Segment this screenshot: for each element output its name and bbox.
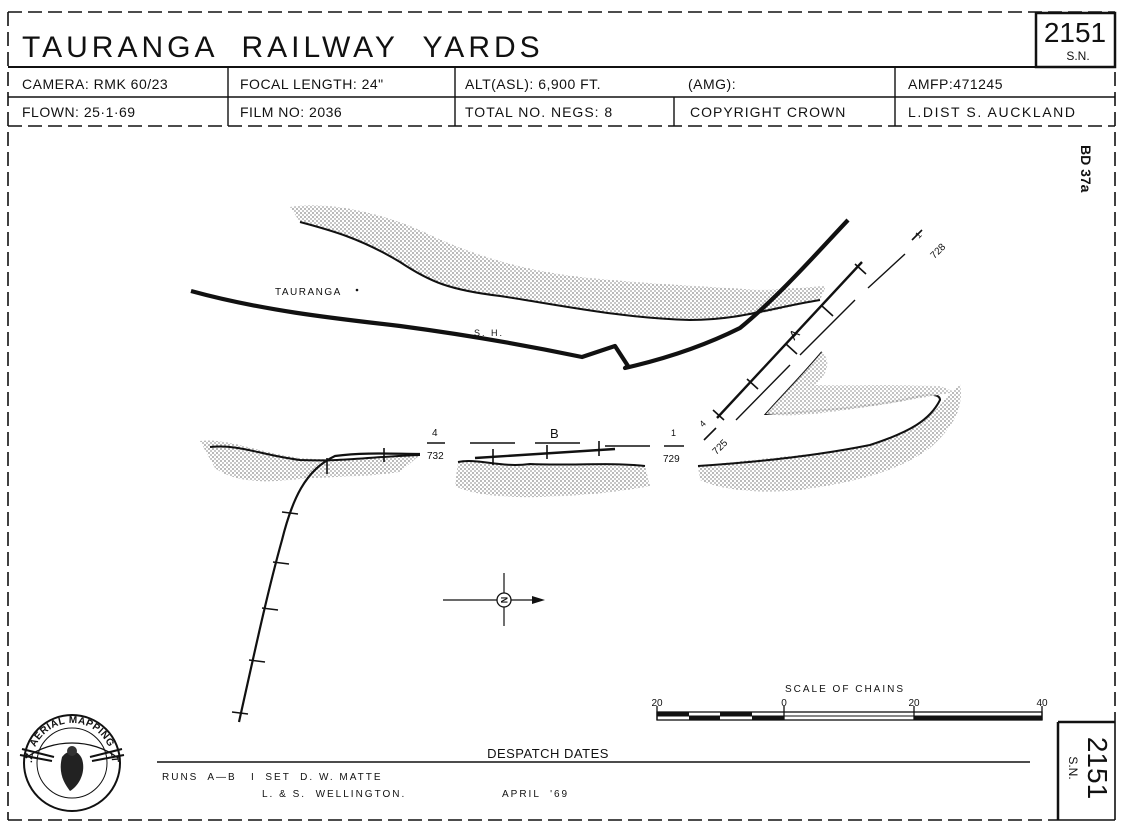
scale-tick-40: 40	[1036, 698, 1048, 709]
sheet-suffix: S.N.	[1066, 49, 1089, 63]
title-block: TAURANGA RAILWAY YARDS 2151 S.N.	[8, 11, 1117, 69]
focal-length-field: FOCAL LENGTH: 24"	[240, 76, 384, 92]
altitude-field: ALT(ASL): 6,900 FT.	[465, 76, 601, 92]
camera-field: CAMERA: RMK 60/23	[22, 76, 168, 92]
sheet-suffix-bottom: S.N.	[1066, 756, 1080, 779]
despatch-line-2: L. & S. WELLINGTON.	[262, 789, 406, 800]
info-text: CAMERA: RMK 60/23 FOCAL LENGTH: 24" ALT(…	[22, 76, 1077, 120]
land-district-field: L.DIST S. AUCKLAND	[908, 104, 1077, 120]
sheet-number-bottom: 2151	[1082, 737, 1113, 799]
company-logo: N.Z. AERIAL MAPPING LTD	[19, 714, 125, 812]
scale-tick-left: 20	[651, 698, 663, 709]
sheet-number: 2151	[1044, 17, 1106, 48]
flown-field: FLOWN: 25·1·69	[22, 104, 136, 120]
run-b-start-number: 4	[432, 428, 438, 439]
despatch-date: APRIL '69	[502, 789, 569, 800]
run-a-start-number: 4	[697, 418, 708, 429]
run-b-line	[427, 441, 684, 465]
coast-centre	[455, 461, 650, 498]
coast-east	[698, 384, 961, 492]
despatch-block: DESPATCH DATES RUNS A—B I SET D. W. MATT…	[157, 746, 1030, 800]
info-table	[8, 67, 1115, 127]
film-no-field: FILM NO: 2036	[240, 104, 342, 120]
inlet-stipple	[766, 352, 955, 416]
map-title: TAURANGA RAILWAY YARDS	[22, 31, 544, 64]
scale-tick-zero: 0	[781, 698, 787, 709]
run-a-end-number: 1	[913, 230, 924, 241]
scale-tick-20: 20	[908, 698, 920, 709]
side-code: BD 37a	[1078, 145, 1094, 193]
despatch-heading: DESPATCH DATES	[487, 746, 609, 761]
town-label: TAURANGA	[275, 287, 342, 298]
state-highway-line	[190, 218, 850, 371]
run-b-start-photo: 732	[427, 451, 444, 462]
run-a-line	[703, 229, 923, 441]
copyright-field: COPYRIGHT CROWN	[690, 104, 846, 120]
run-b-end-photo: 729	[663, 454, 680, 465]
sheet-id-box-bottom: 2151 S.N.	[1056, 720, 1116, 821]
run-b-label: B	[550, 426, 559, 441]
north-letter: N	[499, 597, 509, 604]
coastlines	[200, 205, 961, 498]
run-b-end-number: 1	[671, 428, 676, 438]
sheet-id-box	[1034, 11, 1117, 69]
run-a-start-photo: 725	[711, 437, 731, 457]
run-a-end-photo: 728	[929, 241, 949, 261]
scale-bar: SCALE OF CHAINS 20 0 20 40	[651, 684, 1048, 721]
amfp-field: AMFP:471245	[908, 76, 1003, 92]
sheet-border	[7, 11, 1116, 821]
railway-line	[231, 448, 421, 723]
highway-label: S. H.	[474, 328, 504, 338]
total-negs-field: TOTAL NO. NEGS: 8	[465, 104, 613, 120]
coast-north	[290, 205, 826, 320]
north-arrow-icon: N	[443, 573, 545, 626]
town-dot	[355, 288, 359, 292]
amg-field: (AMG):	[688, 76, 736, 92]
scale-title: SCALE OF CHAINS	[785, 684, 905, 695]
despatch-line-1: RUNS A—B I SET D. W. MATTE	[162, 772, 383, 783]
